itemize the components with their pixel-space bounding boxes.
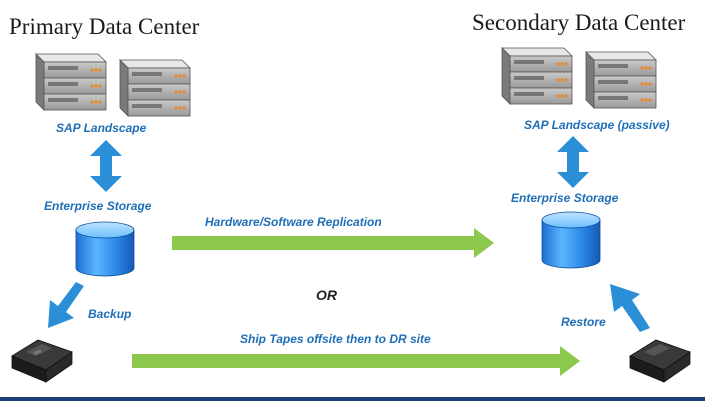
secondary-enterprise-storage-label: Enterprise Storage (511, 191, 619, 205)
database-cylinder-icon (541, 211, 601, 269)
secondary-datacenter-title: Secondary Data Center (472, 10, 686, 35)
bottom-divider (0, 397, 705, 401)
server-rack-icon (35, 53, 107, 111)
replication-label: Hardware/Software Replication (205, 215, 382, 229)
bidirectional-arrow-icon (90, 140, 122, 192)
tape-cartridge-icon: VEB (11, 339, 73, 383)
server-rack-icon (119, 59, 191, 117)
restore-label: Restore (561, 315, 606, 329)
replication-arrow (172, 228, 494, 258)
secondary-sap-landscape-label: SAP Landscape (passive) (524, 118, 670, 132)
svg-text:VEB: VEB (33, 348, 43, 356)
ship-tapes-arrow (132, 346, 580, 376)
or-label: OR (316, 287, 337, 303)
database-cylinder-icon (75, 221, 135, 277)
ship-tapes-label: Ship Tapes offsite then to DR site (240, 332, 431, 346)
primary-sap-landscape-label: SAP Landscape (56, 121, 147, 135)
server-rack-icon (501, 47, 573, 105)
bidirectional-arrow-icon (557, 136, 589, 188)
primary-datacenter-title: Primary Data Center (9, 14, 200, 39)
restore-arrow (610, 284, 650, 332)
backup-arrow (48, 282, 84, 328)
backup-label: Backup (88, 307, 132, 321)
tape-cartridge-icon (629, 339, 691, 383)
primary-enterprise-storage-label: Enterprise Storage (44, 199, 152, 213)
server-rack-icon (585, 51, 657, 109)
